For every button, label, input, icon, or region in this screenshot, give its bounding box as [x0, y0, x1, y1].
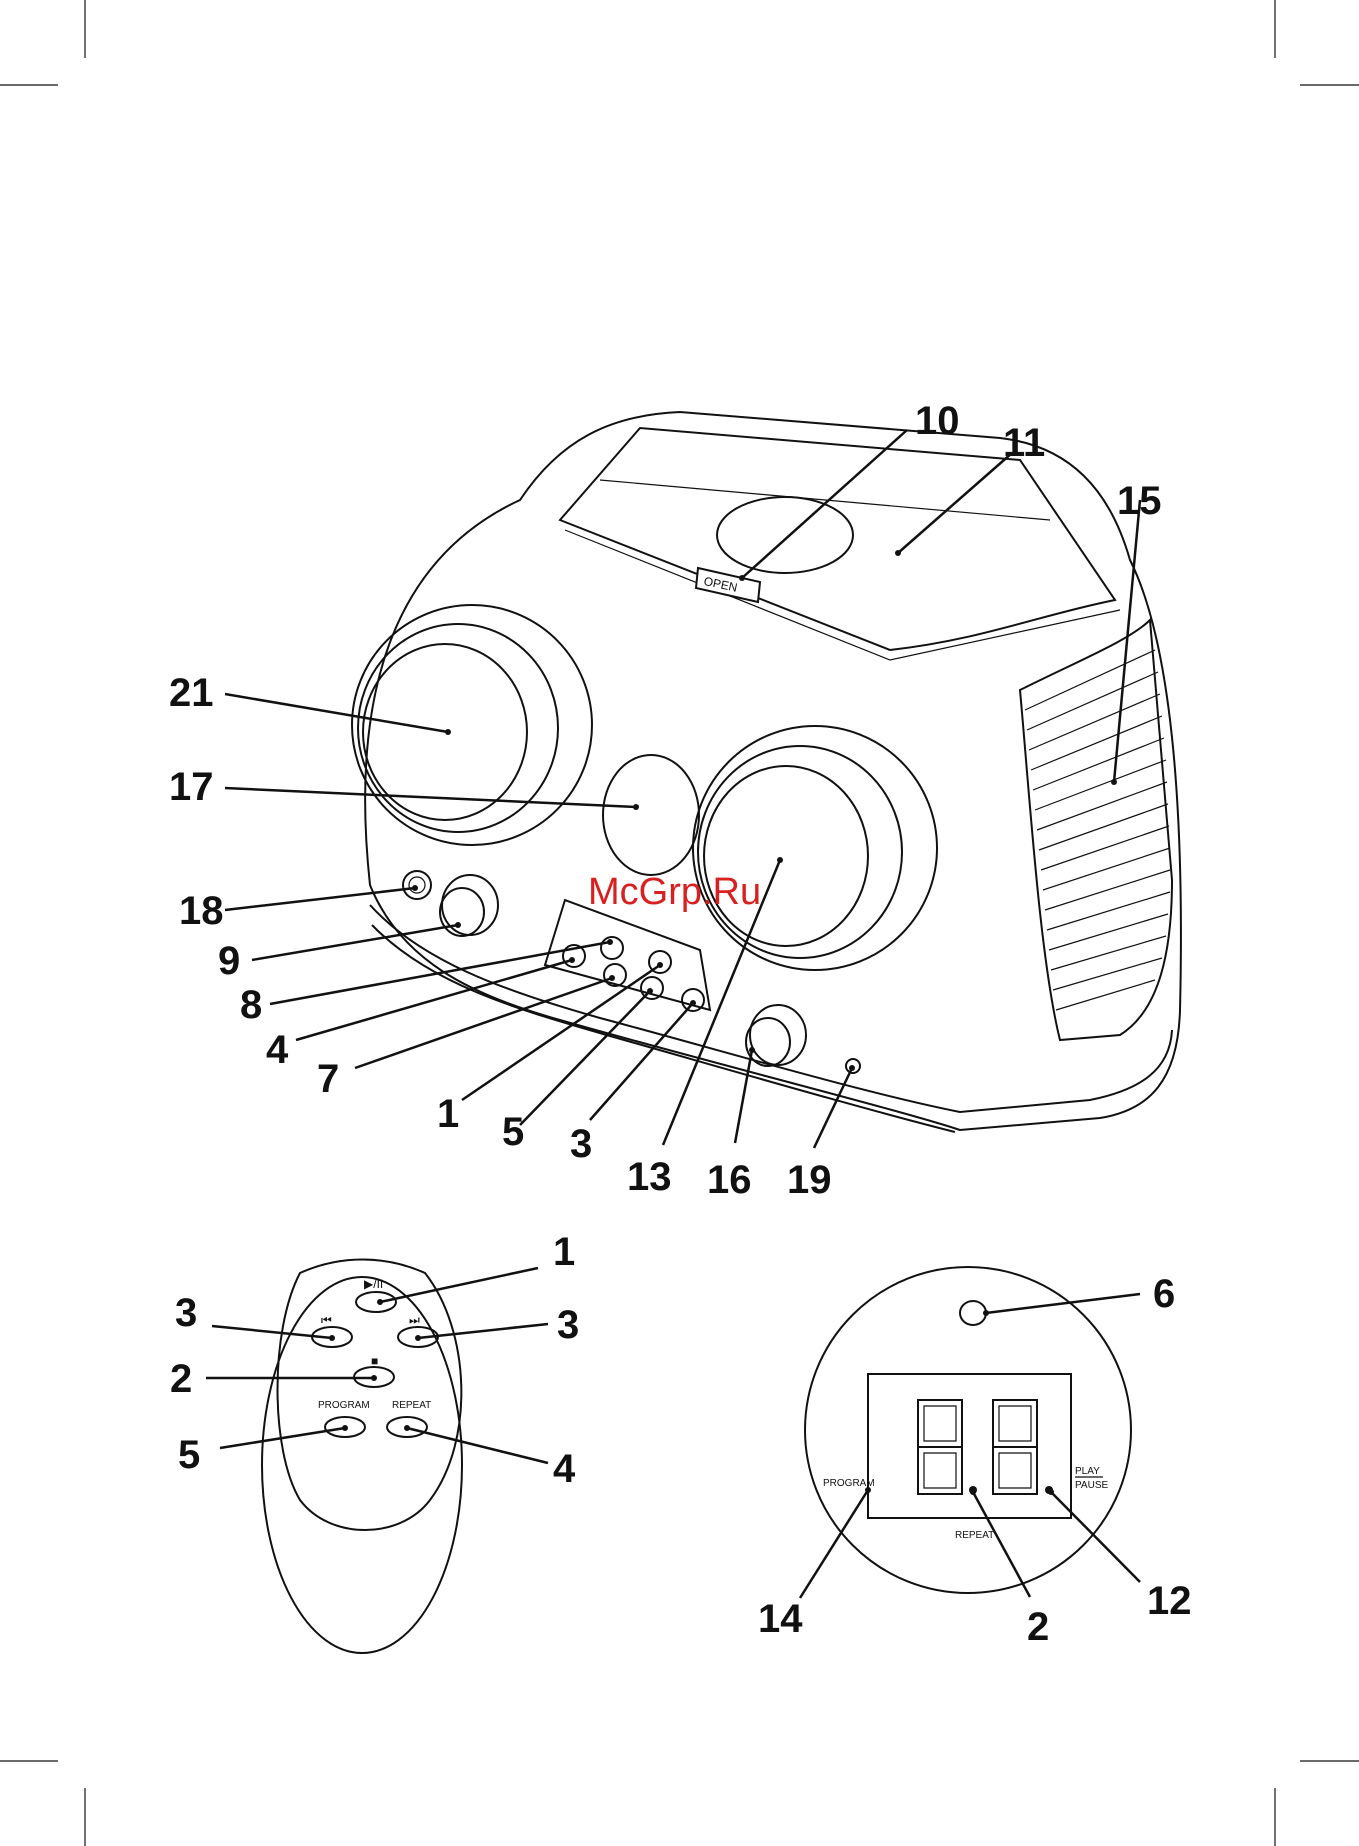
remote-stop-text: ■ — [371, 1354, 378, 1368]
seven-segment-digit-1 — [918, 1400, 962, 1494]
remote-program-text: PROGRAM — [318, 1400, 370, 1411]
display-label-12: 12 — [1147, 1579, 1192, 1623]
label-13: 13 — [627, 1155, 672, 1199]
remote-label-1: 1 — [553, 1230, 575, 1274]
watermark: McGrp.Ru — [588, 871, 761, 913]
display-play-text: PLAY — [1075, 1466, 1100, 1477]
seven-segment-digit-2 — [993, 1400, 1037, 1494]
remote-illustration: ▶/II ⏮ ⏭ ■ PROGRAM REPEAT — [262, 1260, 462, 1654]
display-illustration: PROGRAM REPEAT PLAY PAUSE — [805, 1267, 1131, 1593]
remote-label-4: 4 — [553, 1447, 576, 1491]
device-illustration: OPEN — [352, 412, 1181, 1132]
display-pause-text: PAUSE — [1075, 1480, 1108, 1491]
remote-label-2: 2 — [170, 1357, 192, 1401]
display-label-6: 6 — [1153, 1272, 1175, 1316]
label-19: 19 — [787, 1158, 832, 1202]
remote-prev-text: ⏮ — [321, 1313, 332, 1327]
grille-lines — [1025, 650, 1170, 1010]
label-15: 15 — [1117, 479, 1162, 523]
label-18: 18 — [179, 889, 224, 933]
display-label-14: 14 — [758, 1597, 803, 1641]
label-17: 17 — [169, 765, 214, 809]
label-8: 8 — [240, 983, 262, 1027]
remote-play-pause-text: ▶/II — [364, 1277, 383, 1291]
remote-repeat-text: REPEAT — [392, 1400, 431, 1411]
display-leaders — [800, 1294, 1140, 1598]
label-21: 21 — [169, 671, 214, 715]
label-4: 4 — [266, 1028, 289, 1072]
label-16: 16 — [707, 1158, 752, 1202]
remote-label-3-right: 3 — [557, 1303, 579, 1347]
label-11: 11 — [1003, 421, 1045, 465]
label-9: 9 — [218, 939, 240, 983]
label-1: 1 — [437, 1092, 459, 1136]
label-7: 7 — [317, 1057, 339, 1101]
label-10: 10 — [915, 399, 960, 443]
remote-next-text: ⏭ — [409, 1313, 420, 1327]
remote-label-3-left: 3 — [175, 1291, 197, 1335]
display-repeat-text: REPEAT — [955, 1530, 994, 1541]
device-labels: 10 11 15 21 17 18 9 8 4 7 1 5 3 13 16 19 — [169, 399, 1162, 1202]
display-label-2: 2 — [1027, 1605, 1049, 1649]
label-3: 3 — [570, 1122, 592, 1166]
label-5: 5 — [502, 1110, 524, 1154]
remote-label-5: 5 — [178, 1433, 200, 1477]
